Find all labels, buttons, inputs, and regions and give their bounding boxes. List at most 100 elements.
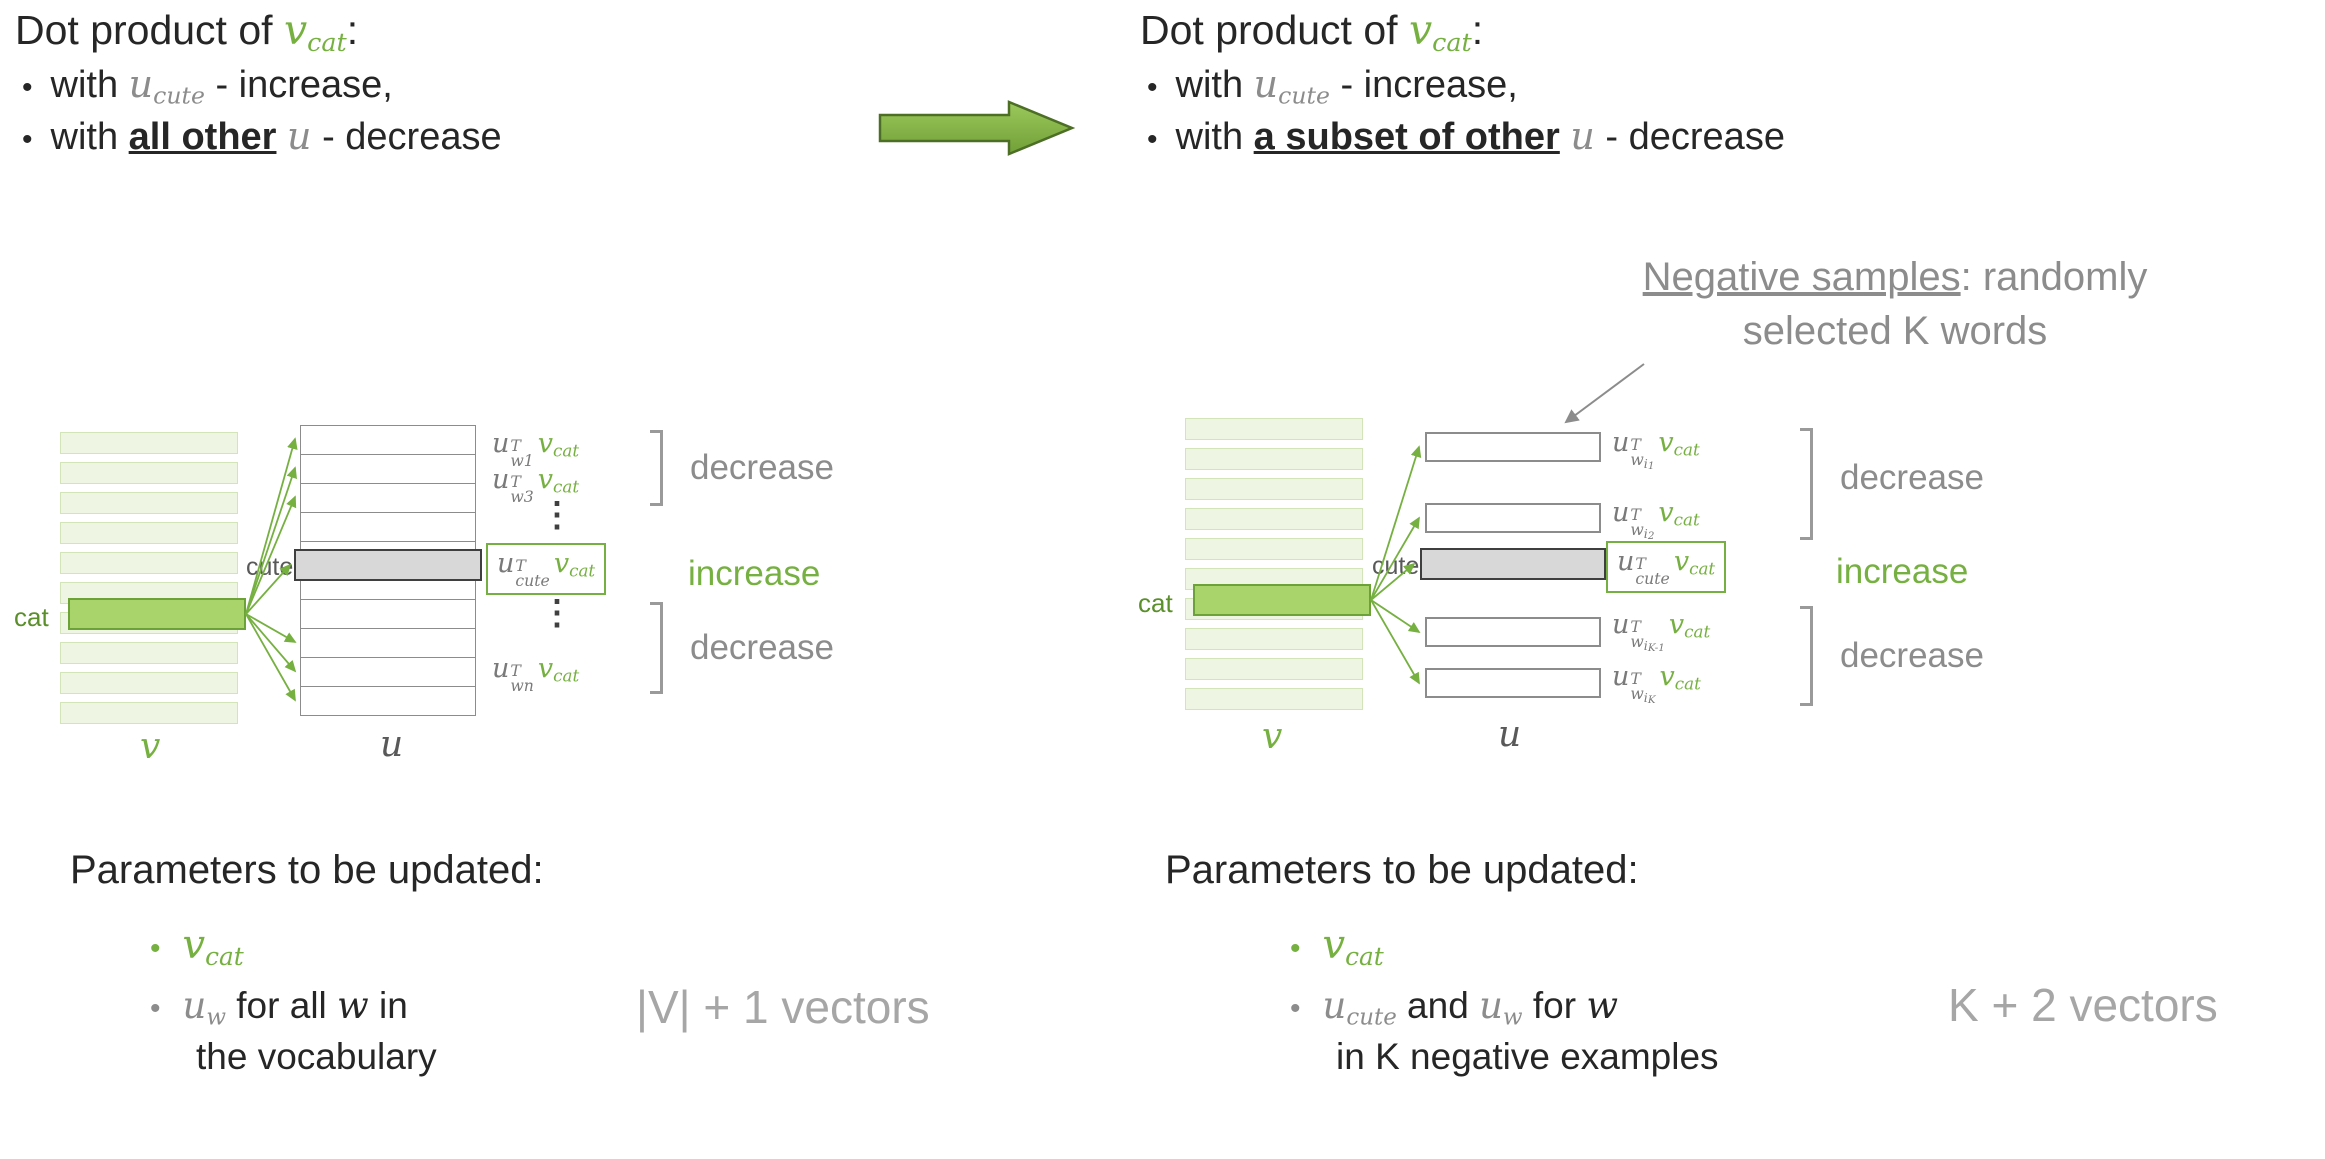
v-row — [60, 492, 238, 514]
fan-arrows-left — [245, 437, 298, 702]
param-item-uw-line2: the vocabulary — [196, 1036, 437, 1077]
u-row-negative-3 — [1425, 617, 1601, 647]
vcat-math: vcat — [283, 6, 347, 58]
u-row — [300, 454, 476, 484]
v-row — [60, 432, 238, 454]
fan-arrows-right — [1370, 445, 1422, 685]
negative-samples-note: Negative samples: randomly selected K wo… — [1642, 255, 2148, 353]
v-row — [1185, 478, 1363, 500]
cat-label: cat — [14, 602, 49, 632]
u-matrix-label: u — [1498, 714, 1522, 755]
right-bullet-increase: • with ucute - increase, — [1147, 62, 1518, 110]
u-row-negative-1 — [1425, 432, 1601, 462]
bracket-icon — [1800, 428, 1813, 540]
v-row — [1185, 508, 1363, 530]
bullet-icon: • — [1147, 71, 1158, 104]
ucute-math: ucute — [1253, 62, 1330, 110]
bullet-icon: • — [1290, 932, 1301, 965]
left-bullet-decrease: • with all other u - decrease — [22, 114, 502, 158]
vector-count-right: K + 2 vectors — [1948, 979, 2218, 1031]
u-row — [300, 512, 476, 542]
v-row — [60, 702, 238, 724]
u-row — [300, 628, 476, 658]
u-row — [300, 686, 476, 716]
right-bullet-decrease: • with a subset of other u - decrease — [1147, 114, 1785, 158]
v-matrix-right — [1185, 418, 1363, 710]
transition-arrow-icon — [878, 100, 1076, 156]
bullet-icon: • — [22, 123, 33, 156]
decrease-label: decrease — [1840, 458, 1984, 497]
v-row — [60, 672, 238, 694]
v-matrix-left — [60, 432, 238, 724]
u-row-negative-2 — [1425, 503, 1601, 533]
decrease-label: decrease — [690, 628, 834, 667]
vertical-dots: ⋮ — [540, 594, 574, 632]
left-title-text: Dot product of — [15, 7, 284, 53]
ucute-math: ucute — [128, 62, 205, 110]
bullet-icon: • — [150, 932, 161, 965]
bracket-icon — [650, 602, 663, 694]
v-row — [60, 552, 238, 574]
params-title-right: Parameters to be updated: — [1165, 848, 1639, 892]
negative-samples-underline: Negative samples — [1642, 255, 1961, 299]
param-item-ucute-uw: • ucute and uw for w — [1290, 984, 1618, 1031]
right-title: Dot product of vcat: — [1140, 6, 1484, 58]
u-row — [300, 425, 476, 455]
param-item-line2: in K negative examples — [1336, 1036, 1719, 1077]
v-row — [1185, 538, 1363, 560]
bullet-icon: • — [1147, 123, 1158, 156]
cat-label: cat — [1138, 588, 1173, 618]
note-arrow-icon — [1564, 363, 1645, 424]
v-row — [1185, 628, 1363, 650]
v-row — [60, 522, 238, 544]
cat-row-right — [1193, 584, 1371, 616]
u-row — [300, 483, 476, 513]
param-item-vcat: • vcat — [150, 922, 244, 971]
vector-count-left: |V| + 1 vectors — [636, 981, 930, 1033]
cat-row-left — [68, 598, 246, 630]
u-row — [300, 657, 476, 687]
v-matrix-label: v — [1262, 716, 1283, 757]
bullet-icon: • — [22, 71, 33, 104]
vertical-dots: ⋮ — [540, 496, 574, 534]
bullet-icon: • — [1290, 992, 1301, 1025]
v-row — [1185, 658, 1363, 680]
bullet-icon: • — [150, 992, 161, 1025]
param-item-uw: • uw for all w in — [150, 984, 408, 1031]
v-matrix-label: v — [140, 726, 161, 767]
v-row — [1185, 688, 1363, 710]
bracket-icon — [1800, 606, 1813, 706]
u-row-negative-4 — [1425, 668, 1601, 698]
cute-row-right — [1420, 548, 1606, 580]
left-title: Dot product of vcat: — [15, 6, 359, 58]
decrease-label: decrease — [690, 448, 834, 487]
vcat-math: vcat — [1408, 6, 1472, 58]
bracket-icon — [650, 430, 663, 506]
param-item-vcat: • vcat — [1290, 922, 1384, 971]
params-title-left: Parameters to be updated: — [70, 848, 544, 892]
decrease-label: decrease — [1840, 636, 1984, 675]
cute-row-left — [294, 549, 482, 581]
v-row — [60, 462, 238, 484]
all-other-underline: all other — [128, 116, 277, 158]
u-matrix-left — [300, 425, 476, 716]
left-bullet-increase: • with ucute - increase, — [22, 62, 393, 110]
increase-label: increase — [1836, 552, 1969, 591]
v-row — [60, 642, 238, 664]
v-row — [1185, 448, 1363, 470]
v-row — [1185, 418, 1363, 440]
u-row — [300, 599, 476, 629]
subset-underline: a subset of other — [1253, 116, 1560, 158]
increase-label: increase — [688, 554, 821, 593]
right-title-text: Dot product of — [1140, 7, 1409, 53]
u-matrix-label: u — [380, 724, 404, 765]
